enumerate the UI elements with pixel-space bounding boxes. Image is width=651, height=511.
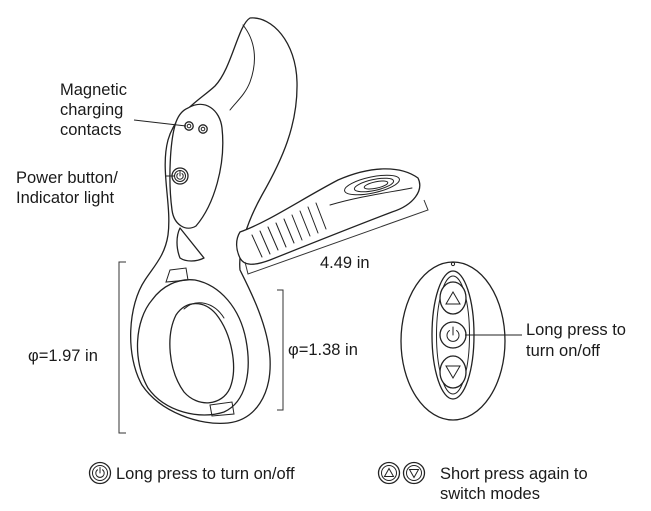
length-label: 4.49 in [320,254,370,272]
arm-tip-contour-1 [344,174,400,196]
arm-tip-contour-2 [353,177,395,193]
down-triangle-icon [445,365,461,379]
remote-down-button[interactable] [439,355,467,389]
charging-contact-2-inner [200,126,206,132]
ring-top-notch [165,267,189,283]
outer-diameter-label: φ=1.97 in [28,347,98,365]
arm-tip-contour-3 [363,180,389,190]
legend-power-text: Long press to turn on/off [116,465,295,483]
device-power-button-ring [174,170,186,182]
legend-modes-line1: Short press again to [440,465,588,483]
outer-diameter-bracket [118,261,126,434]
legend-modes-line2: switch modes [440,485,540,503]
power-icon [176,173,184,180]
remote-up-button[interactable] [439,281,467,315]
charging-label-line2: charging [60,101,123,119]
device-arm-opening [176,227,205,262]
control-panel [169,103,224,229]
remote-power-button[interactable] [439,321,467,349]
charging-label-line1: Magnetic [60,81,127,99]
ring-inner-hole [169,302,235,404]
charging-contact-2 [198,124,208,134]
legend-down-icon [402,461,426,485]
length-dimension-line [244,199,429,275]
charging-contact-1-inner [186,123,192,129]
charging-contact-1 [184,121,194,131]
ring-device [130,17,298,425]
power-label-line1: Power button/ [16,169,118,187]
ring-inner-bevel [183,302,225,319]
up-triangle-icon [445,291,461,305]
power-icon [446,330,460,342]
inner-diameter-label: φ=1.38 in [288,341,358,359]
charging-leader-line [133,119,187,127]
legend: Long press to turn on/off Short press ag… [88,461,588,503]
arm-ribs [251,202,327,258]
inner-diameter-bracket [277,289,284,411]
legend-up-icon [377,461,401,485]
vibrating-arm [235,168,421,265]
legend-power-icon [88,461,112,485]
arm-edge-line [329,187,413,206]
power-label-line2: Indicator light [16,189,115,207]
remote-control [400,261,506,421]
remote-indicator-dot [450,261,456,267]
device-top-edge [229,24,255,111]
charging-label-line3: contacts [60,121,121,139]
ring-bottom-notch [209,401,235,417]
remote-label-line2: turn on/off [526,342,600,360]
remote-label-line1: Long press to [526,321,626,339]
